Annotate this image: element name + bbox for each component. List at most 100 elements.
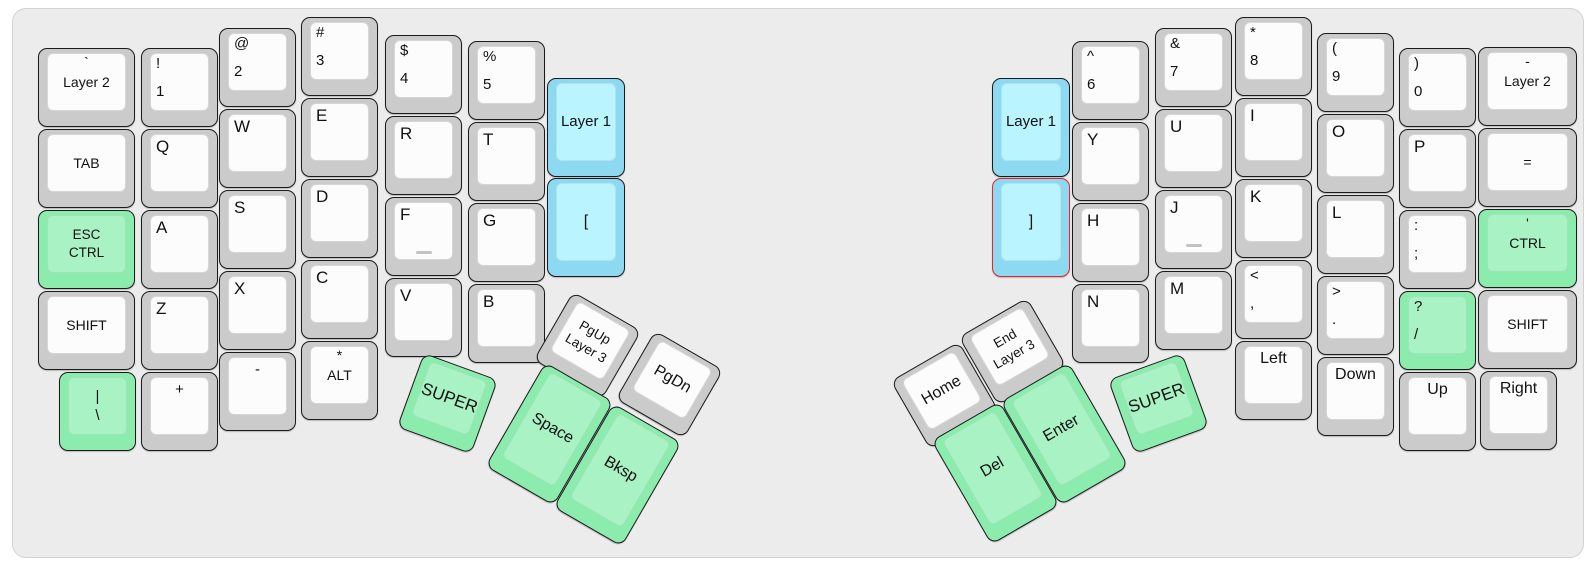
key-right-shift[interactable]: SHIFT — [1478, 290, 1577, 369]
keycap-top: S — [228, 195, 287, 253]
key-left-shift[interactable]: SHIFT — [38, 291, 135, 370]
key-b[interactable]: B — [468, 284, 545, 363]
key-label: 1 — [156, 83, 165, 101]
key-o[interactable]: O — [1317, 114, 1394, 193]
key-label: Layer 1 — [1005, 113, 1057, 131]
keycap-top: = — [1487, 133, 1568, 191]
key-excl-1[interactable]: !1 — [141, 48, 218, 127]
key-dollar-4[interactable]: $4 — [385, 35, 462, 114]
key-g[interactable]: G — [468, 203, 545, 282]
key-a[interactable]: A — [141, 210, 218, 289]
key-label: I — [1250, 106, 1255, 125]
key-r[interactable]: R — [385, 116, 462, 195]
key-q[interactable]: Q — [141, 129, 218, 208]
keycap-top: Y — [1081, 127, 1140, 185]
key-right-super[interactable]: SUPER — [1107, 352, 1210, 455]
key-x[interactable]: X — [219, 271, 296, 350]
key-label: Down — [1335, 366, 1376, 383]
key-t[interactable]: T — [468, 122, 545, 201]
keycap-top: #3 — [310, 22, 369, 80]
key-s[interactable]: S — [219, 190, 296, 269]
keycap-top: TAB — [47, 134, 126, 192]
keycap-top: SUPER — [1118, 360, 1196, 437]
keycap-top: H — [1081, 208, 1140, 266]
key-star-8[interactable]: *8 — [1235, 17, 1312, 96]
key-question-slash[interactable]: ?/ — [1399, 291, 1476, 370]
key-label: | — [95, 387, 100, 405]
key-left-bracket[interactable]: [ — [547, 178, 625, 277]
key-plus[interactable]: + — [141, 372, 218, 451]
key-minus[interactable]: - — [219, 352, 296, 431]
key-j[interactable]: J — [1155, 190, 1232, 269]
key-pct-5[interactable]: %5 — [468, 41, 545, 120]
key-label: - — [1525, 53, 1530, 69]
key-quote-ctrl[interactable]: 'CTRL — [1478, 209, 1577, 288]
key-c[interactable]: C — [301, 260, 378, 339]
keycap-top: ?/ — [1408, 296, 1467, 354]
key-label: K — [1250, 187, 1262, 206]
key-arrow-right[interactable]: Right — [1480, 371, 1557, 450]
key-lparen-9[interactable]: (9 — [1317, 33, 1394, 112]
keycap-top: O — [1326, 119, 1385, 177]
key-f[interactable]: F — [385, 197, 462, 276]
key-v[interactable]: V — [385, 278, 462, 357]
key-equals[interactable]: = — [1478, 128, 1577, 207]
key-label: PgDn — [651, 361, 695, 397]
key-label: SHIFT — [66, 316, 107, 333]
key-d[interactable]: D — [301, 179, 378, 258]
key-lt-comma[interactable]: <, — [1235, 260, 1312, 339]
key-label: A — [156, 218, 168, 237]
keycap-top: - Layer 2 — [1487, 52, 1568, 110]
key-arrow-down[interactable]: Down — [1317, 357, 1394, 436]
key-label: * — [336, 347, 343, 363]
key-label: Layer 2 — [1504, 72, 1551, 89]
key-i[interactable]: I — [1235, 98, 1312, 177]
key-colon-semi[interactable]: :; — [1399, 210, 1476, 289]
key-label: SUPER — [1125, 379, 1188, 418]
homing-bump-icon — [415, 250, 432, 254]
key-label: ESC — [72, 227, 101, 243]
key-label: L — [1332, 203, 1342, 222]
key-gt-period[interactable]: >. — [1317, 276, 1394, 355]
key-hash-3[interactable]: #3 — [301, 17, 378, 96]
keycap-top: @2 — [228, 33, 287, 91]
key-dash-layer2[interactable]: - Layer 2 — [1478, 47, 1577, 126]
key-amp-7[interactable]: &7 — [1155, 28, 1232, 107]
key-p[interactable]: P — [1399, 129, 1476, 208]
key-w[interactable]: W — [219, 109, 296, 188]
keycap-top: - — [228, 357, 287, 415]
keycap-top: &7 — [1164, 33, 1223, 91]
key-right-layer1[interactable]: Layer 1 — [992, 78, 1070, 177]
keycap-top: F — [394, 202, 453, 260]
key-arrow-up[interactable]: Up — [1399, 372, 1476, 451]
key-u[interactable]: U — [1155, 109, 1232, 188]
key-l[interactable]: L — [1317, 195, 1394, 274]
key-pipe-backslash[interactable]: |\ — [59, 372, 136, 451]
key-left-layer1[interactable]: Layer 1 — [547, 78, 625, 177]
key-label: ! — [156, 55, 161, 72]
keycap-top: M — [1164, 276, 1223, 334]
key-right-bracket[interactable]: ] — [992, 178, 1070, 277]
key-star-alt[interactable]: *ALT — [301, 341, 378, 420]
key-label: ) — [1414, 55, 1419, 72]
key-y[interactable]: Y — [1072, 122, 1149, 201]
key-e[interactable]: E — [301, 98, 378, 177]
keycap-top: I — [1244, 103, 1303, 161]
key-m[interactable]: M — [1155, 271, 1232, 350]
key-label: O — [1332, 122, 1346, 141]
key-tab[interactable]: TAB — [38, 129, 135, 208]
key-grave-layer2[interactable]: `Layer 2 — [38, 48, 135, 127]
key-k[interactable]: K — [1235, 179, 1312, 258]
key-arrow-left[interactable]: Left — [1235, 341, 1312, 420]
key-label: Right — [1499, 380, 1538, 397]
key-label: S — [234, 198, 246, 217]
key-n[interactable]: N — [1072, 284, 1149, 363]
key-at-2[interactable]: @2 — [219, 28, 296, 107]
key-h[interactable]: H — [1072, 203, 1149, 282]
key-z[interactable]: Z — [141, 291, 218, 370]
key-left-super[interactable]: SUPER — [396, 352, 499, 455]
key-rparen-0[interactable]: )0 — [1399, 48, 1476, 127]
key-caret-6[interactable]: ^6 — [1072, 41, 1149, 120]
